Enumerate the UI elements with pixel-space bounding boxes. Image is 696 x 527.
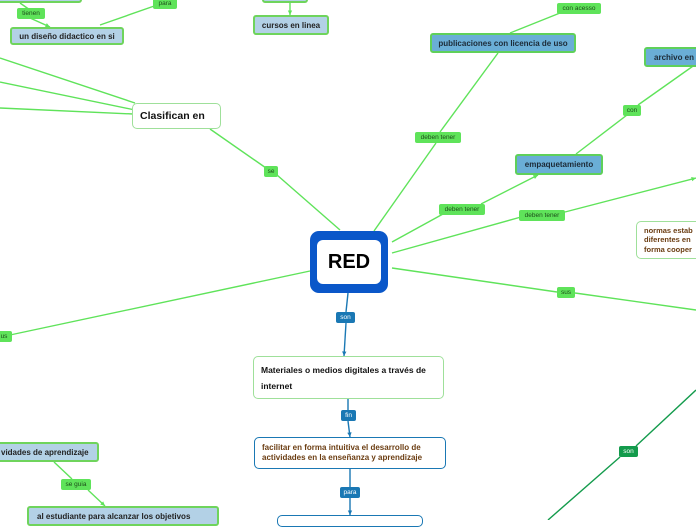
edge-left-clasifican-2 — [0, 81, 136, 111]
edge-empaquetamiento-con — [575, 114, 628, 155]
edge-left-clasifican-3 — [0, 107, 134, 115]
node-cursos-en-linea[interactable]: cursos en linea — [253, 15, 329, 35]
label-deben-tener-3: deben tener — [519, 210, 565, 221]
node-empaquetamiento[interactable]: empaquetamiento — [515, 154, 603, 175]
central-node-label: RED — [327, 250, 371, 273]
edge-red-sus-right — [391, 267, 558, 293]
label-para-top: para — [153, 0, 177, 9]
label-son-center: son — [336, 312, 355, 323]
label-para-bottom: para — [340, 487, 360, 498]
label-con-acceso: con acesso — [557, 3, 601, 14]
node-alumno[interactable]: al estudiante para alcanzar los objetivo… — [27, 506, 219, 526]
edge-red-deben-tener-3 — [391, 216, 522, 254]
edge-right-son — [635, 389, 696, 447]
edge-son-materiales-arrowhead — [342, 351, 347, 356]
edge-son-materiales — [343, 322, 347, 357]
node-materiales[interactable]: Materiales o medios digitales a través d… — [253, 356, 444, 399]
node-actividades[interactable]: vidades de aprendizaje — [0, 442, 99, 462]
edge-red-deben-tener-1 — [373, 142, 437, 232]
edge-red-sus-left — [9, 270, 311, 336]
label-deben-tener-2: deben tener — [439, 204, 485, 215]
edge-deben-tener-empaquetamiento — [480, 174, 539, 205]
node-cursos-label: cursos en linea — [261, 20, 321, 30]
label-fin: fin — [341, 410, 356, 421]
edge-left-clasifican-1 — [0, 57, 136, 104]
edge-deben-tener-empaquetamiento-arrowhead — [533, 175, 538, 179]
cropped-bottom-node[interactable] — [277, 515, 423, 527]
node-clasifican-en[interactable]: Clasifican en — [132, 103, 221, 129]
edge-red-son — [345, 292, 349, 313]
node-facilitar[interactable]: facilitar en forma intuitiva el desarrol… — [254, 437, 446, 469]
edge-son-bottom — [547, 456, 621, 520]
node-archivo-label: archivo en — [654, 52, 695, 62]
central-node-red[interactable]: RED — [310, 231, 388, 293]
edge-sus-right-off — [574, 292, 696, 311]
edge-deben-tener-publicaciones — [439, 52, 499, 133]
edge-con-archivo — [637, 63, 696, 106]
edge-deben-tener-right-arrowhead — [691, 177, 696, 182]
label-sus-left: us — [0, 331, 12, 342]
node-normas-label: normas estab diferentes en forma cooper — [644, 225, 693, 254]
node-publicaciones-label: publicaciones con licencia de uso — [438, 38, 568, 48]
node-alumno-label: al estudiante para alcanzar los objetivo… — [37, 512, 191, 521]
node-clasifican-label: Clasifican en — [140, 110, 205, 122]
edge-un-diseno-para — [99, 3, 161, 26]
node-normas[interactable]: normas estab diferentes en forma cooper — [636, 221, 696, 259]
label-sus-right: sus — [557, 287, 575, 298]
label-con: con — [623, 105, 641, 116]
edge-se-red — [276, 174, 341, 231]
edge-clasifican-se — [209, 128, 267, 169]
edge-top-cursos-arrowhead — [287, 10, 293, 15]
label-son-right: son — [619, 446, 638, 457]
node-publicaciones[interactable]: publicaciones con licencia de uso — [430, 33, 576, 53]
node-empaquetamiento-label: empaquetamiento — [524, 160, 594, 169]
edge-fin-facilitar-arrowhead — [347, 432, 352, 437]
node-actividades-label: vidades de aprendizaje — [1, 447, 89, 457]
node-un-diseno-label: un diseño didactico en si — [19, 31, 115, 41]
label-se-guia: se guia — [61, 479, 91, 490]
edge-se-guia-alumno-arrowhead — [100, 501, 105, 506]
edge-para-bottom-arrowhead — [347, 510, 353, 515]
node-archivo[interactable]: archivo en — [644, 47, 696, 67]
cropped-top-left-node[interactable] — [0, 0, 82, 3]
edge-actividades-se-guia — [53, 461, 73, 480]
edge-tienen-un-diseno-arrowhead — [45, 23, 50, 28]
label-se: se — [264, 166, 278, 177]
node-un-diseno[interactable]: un diseño didactico en si — [10, 27, 124, 45]
edge-red-deben-tener-2 — [391, 213, 444, 243]
edge-deben-tener-right — [564, 177, 696, 213]
node-materiales-label: Materiales o medios digitales a través d… — [261, 364, 426, 391]
node-facilitar-label: facilitar en forma intuitiva el desarrol… — [262, 443, 423, 462]
edge-publicaciones-con-acceso — [509, 12, 561, 34]
label-tienen: tienen — [17, 8, 45, 19]
cropped-top-center-node[interactable] — [262, 0, 308, 3]
label-deben-tener-1: deben tener — [415, 132, 461, 143]
